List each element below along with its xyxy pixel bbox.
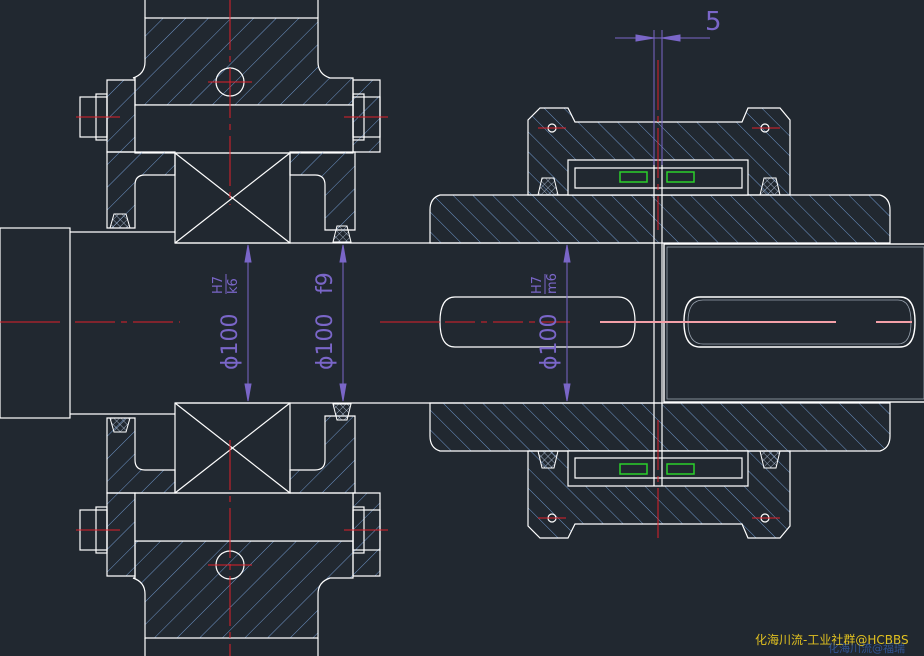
svg-text:ϕ100: ϕ100 bbox=[218, 313, 243, 370]
watermark-primary: 化海川流-工业社群@HCBBS bbox=[755, 633, 909, 647]
dim-bearing-fit: ϕ100 H7 k6 bbox=[211, 274, 243, 370]
svg-text:ϕ100: ϕ100 bbox=[537, 313, 562, 370]
coupling-seals bbox=[537, 177, 781, 469]
seal-rings bbox=[109, 213, 352, 433]
svg-text:H7: H7 bbox=[530, 276, 545, 294]
svg-text:H7: H7 bbox=[211, 276, 226, 294]
svg-text:ϕ100: ϕ100 bbox=[313, 313, 338, 370]
dimension-lines bbox=[244, 30, 710, 402]
coupling bbox=[429, 107, 891, 539]
bearing-housing-bottom bbox=[79, 402, 381, 656]
dim-gap-label: 5 bbox=[705, 7, 722, 37]
dim-seal-fit: ϕ100 f9 bbox=[313, 272, 338, 370]
svg-text:m6: m6 bbox=[545, 273, 560, 294]
watermark-secondary: 化海川流@福瑞 bbox=[828, 642, 905, 655]
svg-text:f9: f9 bbox=[313, 272, 338, 294]
keys bbox=[619, 171, 695, 475]
svg-text:k6: k6 bbox=[226, 278, 241, 294]
dim-coupling-fit: ϕ100 H7 m6 bbox=[530, 273, 562, 370]
